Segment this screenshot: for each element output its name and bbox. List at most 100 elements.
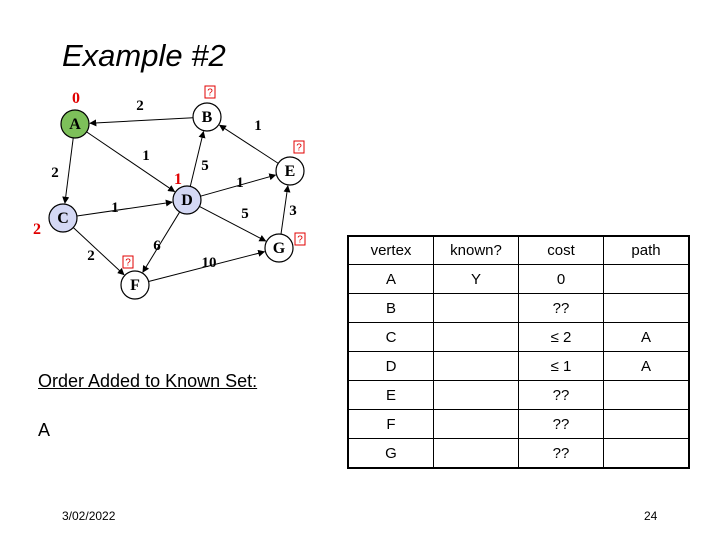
node-label: G	[273, 240, 286, 257]
node-g: G?	[264, 232, 306, 263]
table-row: B ??	[347, 293, 690, 323]
edge-d-e	[200, 173, 277, 197]
node-label: E	[285, 163, 296, 180]
footer-page-number: 24	[644, 509, 658, 523]
edge-weight-label: 2	[87, 248, 95, 264]
graph-edges: 2 2 1 1 5 1 1 5 3 2 6 10	[51, 98, 297, 283]
cell-known	[433, 322, 519, 352]
node-label: D	[181, 192, 193, 209]
cell-vertex: A	[347, 264, 434, 294]
edge-weight-label: 1	[236, 175, 244, 191]
cell-path	[603, 264, 690, 294]
table-row: G ??	[347, 438, 690, 469]
edge-weight-label: 2	[51, 165, 59, 181]
node-f: F?	[120, 255, 150, 300]
edge-weight-label: 2	[136, 98, 144, 114]
cell-path	[603, 293, 690, 323]
node-cost-label: 0	[72, 90, 80, 107]
edge-c-d	[76, 199, 173, 217]
cell-path: A	[603, 322, 690, 352]
cell-known	[433, 293, 519, 323]
column-header-cost: cost	[518, 235, 604, 265]
node-cost-label: 1	[174, 171, 182, 188]
edge-a-d	[86, 131, 176, 192]
node-circle	[192, 102, 222, 132]
cell-cost: ??	[518, 409, 604, 439]
table-row: A Y 0	[347, 264, 690, 294]
edge-weight-label: 3	[289, 203, 297, 219]
cell-path	[603, 409, 690, 439]
edge-d-g	[199, 206, 267, 242]
cell-vertex: D	[347, 351, 434, 381]
edge-c-f	[72, 227, 125, 276]
cell-vertex: E	[347, 380, 434, 410]
cell-cost: ??	[518, 380, 604, 410]
column-header-vertex: vertex	[347, 235, 434, 265]
edge-weight-label: 5	[201, 158, 209, 174]
edge-e-b	[218, 124, 279, 164]
table-row: F ??	[347, 409, 690, 439]
column-header-known: known?	[433, 235, 519, 265]
footer-date: 3/02/2022	[62, 509, 116, 523]
cell-known	[433, 409, 519, 439]
node-label: A	[69, 116, 81, 133]
cell-vertex: G	[347, 438, 434, 469]
node-a: A0	[60, 90, 90, 139]
unknown-cost-icon	[122, 255, 134, 269]
edge-d-f	[142, 211, 181, 273]
unknown-cost-icon	[294, 232, 306, 246]
node-circle	[264, 233, 294, 263]
cell-path	[603, 438, 690, 469]
cell-cost: 0	[518, 264, 604, 294]
slide-title: Example #2	[62, 38, 226, 73]
node-cost-label: ?	[297, 235, 303, 246]
table-row: E ??	[347, 380, 690, 410]
edge-weight-label: 1	[142, 148, 150, 164]
node-circle	[275, 156, 305, 186]
node-circle	[120, 270, 150, 300]
edge-weight-label: 6	[153, 238, 161, 254]
node-circle	[60, 109, 90, 139]
table-row: D ≤ 1 A	[347, 351, 690, 381]
cell-cost: ≤ 1	[518, 351, 604, 381]
edge-a-c	[62, 137, 74, 204]
cell-vertex: B	[347, 293, 434, 323]
edge-g-e	[280, 185, 291, 235]
edge-weight-label: 10	[202, 255, 217, 271]
column-header-path: path	[603, 235, 690, 265]
unknown-cost-icon	[293, 140, 305, 154]
node-cost-label: 2	[33, 221, 41, 238]
node-cost-label: ?	[207, 88, 213, 99]
edge-weight-label: 5	[241, 206, 249, 222]
node-label: F	[130, 277, 140, 294]
node-e: E?	[275, 140, 305, 186]
edge-weight-label: 1	[111, 200, 119, 216]
order-added-value: A	[38, 420, 51, 440]
node-c: C2	[33, 203, 78, 238]
table-header-row: vertex known? cost path	[347, 235, 690, 265]
node-cost-label: ?	[296, 143, 302, 154]
unknown-cost-icon	[204, 85, 216, 99]
known-set-table: vertex known? cost path A Y 0 B ?? C ≤ 2…	[347, 235, 690, 469]
edge-f-g	[148, 249, 266, 283]
cell-known: Y	[433, 264, 519, 294]
node-circle	[172, 185, 202, 215]
node-cost-label: ?	[125, 258, 131, 269]
edge-weight-label: 1	[254, 118, 262, 134]
edge-b-a	[89, 117, 194, 127]
cell-known	[433, 438, 519, 469]
node-b: B?	[192, 85, 222, 132]
cell-cost: ??	[518, 293, 604, 323]
cell-cost: ??	[518, 438, 604, 469]
node-label: C	[57, 210, 69, 227]
cell-known	[433, 380, 519, 410]
edge-d-b	[189, 130, 206, 187]
node-d: D1	[172, 171, 202, 215]
cell-cost: ≤ 2	[518, 322, 604, 352]
table-row: C ≤ 2 A	[347, 322, 690, 352]
order-added-label: Order Added to Known Set:	[38, 371, 258, 391]
node-label: B	[202, 109, 213, 126]
cell-vertex: C	[347, 322, 434, 352]
cell-known	[433, 351, 519, 381]
